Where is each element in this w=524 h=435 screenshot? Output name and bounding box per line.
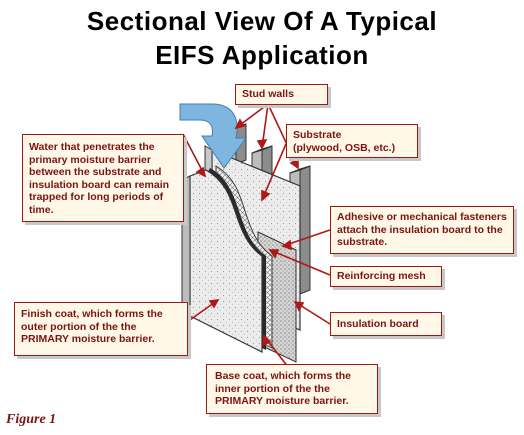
callout-water-trapped: Water that penetrates the primary moistu… [22,134,184,222]
callout-finish-coat: Finish coat, which forms the outer porti… [14,302,188,356]
callout-stud-walls: Stud walls [235,84,328,105]
leader-lines [182,103,331,373]
callout-base-coat: Base coat, which forms the inner portion… [206,364,378,414]
diagram-title-line1: Sectional View Of A Typical [86,6,438,36]
callout-substrate: Substrate (plywood, OSB, etc.) [286,124,418,158]
callout-adhesive-fasteners: Adhesive or mechanical fasteners attach … [330,206,514,254]
diagram-title-line2: EIFS Application [155,40,369,70]
figure-label: Figure 1 [6,412,57,427]
callout-insulation-board: Insulation board [330,312,442,336]
callout-reinforcing-mesh: Reinforcing mesh [330,266,442,287]
water-arrow-icon [179,103,247,169]
